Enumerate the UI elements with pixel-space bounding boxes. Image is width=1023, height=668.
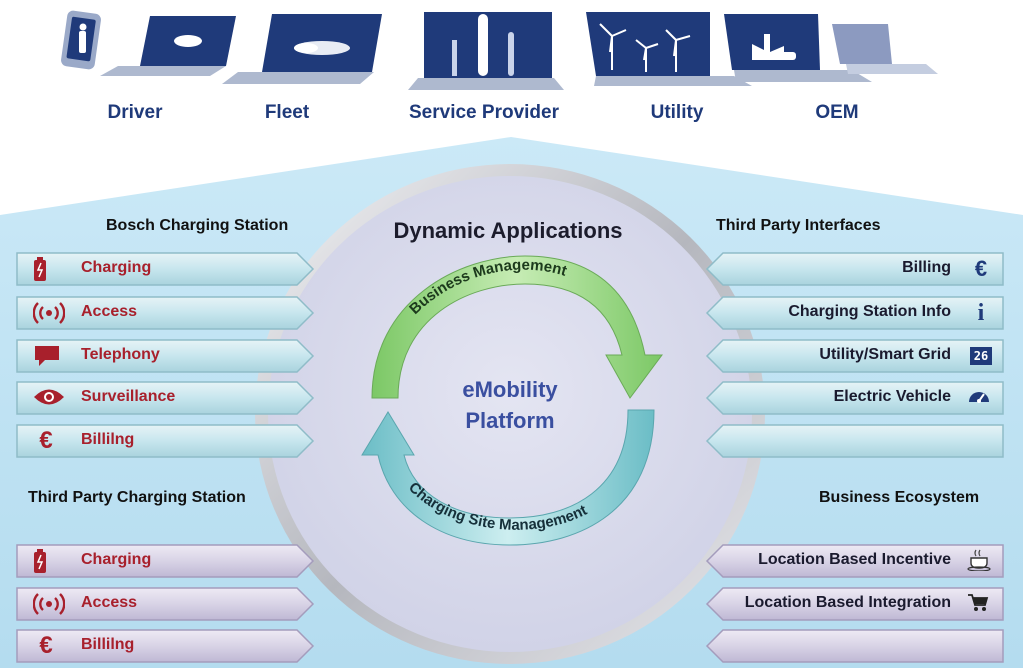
user-label-oem: OEM	[815, 102, 859, 123]
bosch-charging-button[interactable]: Charging	[15, 251, 315, 287]
user-label-service-provider: Service Provider	[409, 102, 559, 123]
location-based-integration-button[interactable]: Location Based Integration	[705, 586, 1005, 622]
wireless-signal-icon	[33, 592, 65, 616]
euro-icon: €	[39, 632, 53, 659]
euro-icon: €	[974, 256, 988, 281]
platform-line-2: Platform	[465, 408, 555, 433]
smartphone-person-icon	[61, 10, 101, 70]
interface-empty-button[interactable]	[705, 423, 1005, 459]
bosch-surveillance-label: Surveillance	[81, 388, 176, 405]
bosch-telephony-label: Telephony	[81, 346, 160, 363]
laptop-car-icon	[222, 14, 382, 84]
info-icon: i	[977, 299, 985, 326]
user-label-fleet: Fleet	[264, 102, 310, 123]
interface-charging-station-info-label: Charging Station Info	[788, 303, 951, 320]
interface-billing-button[interactable]: Billing €	[705, 251, 1005, 287]
third-party-billing-label: Billilng	[81, 636, 135, 653]
battery-icon	[33, 257, 59, 281]
business-ecosystem-title: Business Ecosystem	[819, 489, 980, 506]
laptop-icon	[832, 24, 938, 74]
meter-readout: 26	[969, 347, 993, 365]
interface-charging-station-info-button[interactable]: Charging Station Info i	[705, 295, 1005, 331]
interface-utility-smart-grid-label: Utility/Smart Grid	[819, 346, 951, 363]
location-based-integration-label: Location Based Integration	[744, 594, 951, 611]
coffee-cup-icon	[967, 549, 995, 573]
laptop-wind-turbine-icon	[586, 12, 752, 86]
bosch-billing-button[interactable]: € Billilng	[15, 423, 315, 459]
speedometer-icon	[967, 386, 995, 410]
third-party-charging-label: Charging	[81, 551, 152, 568]
business-management-arrow	[371, 255, 663, 399]
location-based-incentive-button[interactable]: Location Based Incentive	[705, 543, 1005, 579]
third-party-access-button[interactable]: Access	[15, 586, 315, 622]
bosch-surveillance-button[interactable]: Surveillance	[15, 380, 315, 416]
third-party-charging-station-title: Third Party Charging Station	[28, 489, 246, 506]
bosch-charging-label: Charging	[81, 259, 152, 276]
third-party-access-label: Access	[81, 594, 138, 611]
business-ecosystem-empty-button[interactable]	[705, 628, 1005, 664]
charging-site-management-arrow	[361, 409, 655, 546]
bosch-charging-station-title: Bosch Charging Station	[106, 217, 289, 234]
interface-billing-label: Billing	[902, 259, 951, 276]
platform-line-1: eMobility	[462, 377, 558, 402]
interface-electric-vehicle-label: Electric Vehicle	[833, 388, 951, 405]
laptop-factory-icon	[724, 14, 872, 82]
bosch-telephony-button[interactable]: Telephony	[15, 338, 315, 374]
interface-utility-smart-grid-button[interactable]: Utility/Smart Grid 26	[705, 338, 1005, 374]
third-party-interfaces-title: Third Party Interfaces	[716, 217, 881, 234]
shopping-cart-icon	[967, 592, 995, 616]
wireless-signal-icon	[33, 301, 65, 325]
third-party-charging-button[interactable]: Charging	[15, 543, 315, 579]
battery-icon	[33, 549, 59, 573]
speech-bubble-icon	[33, 344, 59, 368]
user-label-utility: Utility	[650, 102, 704, 123]
bosch-access-button[interactable]: Access	[15, 295, 315, 331]
interface-electric-vehicle-button[interactable]: Electric Vehicle	[705, 380, 1005, 416]
location-based-incentive-label: Location Based Incentive	[758, 551, 951, 568]
eye-icon	[33, 386, 64, 410]
emobility-platform-label: eMobility Platform	[462, 374, 557, 436]
bosch-billing-label: Billilng	[81, 431, 135, 448]
bosch-access-label: Access	[81, 303, 138, 320]
user-label-driver: Driver	[107, 102, 163, 123]
dynamic-applications-title: Dynamic Applications	[393, 218, 623, 243]
meter-icon: 26	[967, 344, 995, 368]
third-party-billing-button[interactable]: € Billilng	[15, 628, 315, 664]
laptop-charging-post-icon	[408, 12, 564, 90]
laptop-car-icon	[100, 16, 236, 76]
euro-icon: €	[39, 427, 53, 454]
